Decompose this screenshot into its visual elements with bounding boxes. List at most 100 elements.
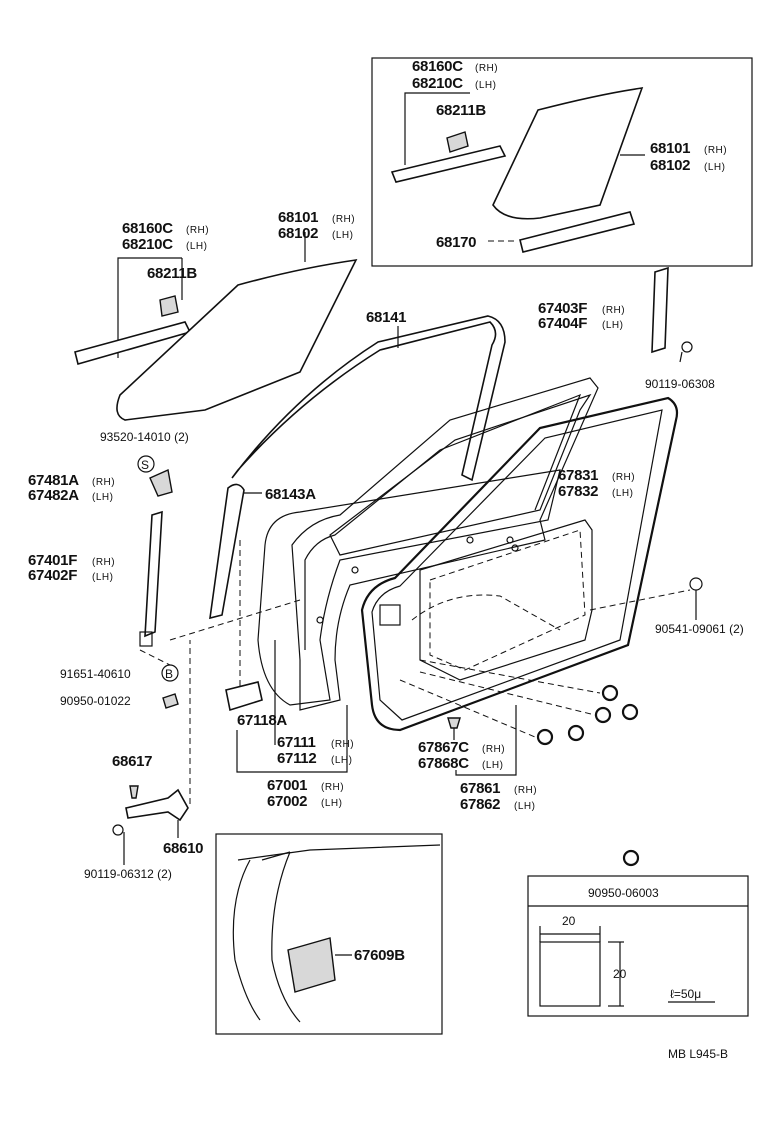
label-68101: 68101 (278, 209, 318, 226)
label-68101-inset: 68101 (650, 140, 690, 157)
label-67862: 67862 (460, 796, 500, 813)
door-shell-67001 (257, 469, 561, 706)
label-90119-06308: 90119-06308 (645, 377, 715, 391)
suffix-rh: (RH) (92, 477, 115, 488)
label-68102-inset: 68102 (650, 157, 690, 174)
clip-90541-group: 90541-09061 (2) (589, 577, 744, 636)
label-68170: 68170 (436, 234, 476, 251)
suffix-rh: (RH) (332, 214, 355, 225)
suffix-lh: (LH) (186, 241, 207, 252)
trim-label-group: 67831 (RH) 67832 (LH) (558, 467, 635, 500)
inset-box-bottom: 67609B (215, 833, 443, 1035)
garnish-67401f (144, 510, 163, 638)
glass-68101 (116, 258, 358, 421)
label-67401f: 67401F (28, 552, 77, 569)
diagram-code: MB L945-B (668, 1047, 728, 1061)
suffix-rh: (RH) (612, 472, 635, 483)
door-assembly (257, 377, 679, 732)
clip-67867c-icon (447, 717, 461, 729)
clip-67867c-group: 67867C (RH) 67868C (LH) (418, 717, 505, 772)
label-68210c: 68210C (122, 236, 173, 253)
tape-height: 20 (613, 967, 627, 981)
suffix-lh: (LH) (321, 798, 342, 809)
suffix-rh: (RH) (514, 785, 537, 796)
suffix-lh: (LH) (514, 801, 535, 812)
tape-icon (567, 724, 585, 742)
label-67481a: 67481A (28, 472, 79, 489)
suffix-rh: (RH) (186, 225, 209, 236)
tape-icon (621, 703, 639, 721)
label-68211b-inset: 68211B (436, 102, 486, 119)
glass-68101-inset (492, 87, 644, 220)
channel-68170 (519, 211, 636, 253)
suffix-rh: (RH) (704, 145, 727, 156)
label-67404f: 67404F (538, 315, 587, 332)
suffix-lh: (LH) (475, 80, 496, 91)
suffix-lh: (LH) (482, 760, 503, 771)
tape-part-no: 90950-06003 (588, 886, 659, 900)
clip-68211b-inset (446, 131, 469, 153)
suffix-rh: (RH) (482, 744, 505, 755)
strip-68160c-inset (390, 145, 507, 183)
label-67111: 67111 (277, 734, 316, 751)
bracket-67481a (149, 468, 173, 497)
label-67832: 67832 (558, 483, 598, 500)
bolt-68617-icon (129, 785, 139, 799)
plate-67118a (225, 681, 263, 712)
door-label-brackets: 67111 (RH) 67112 (LH) 67001 (RH) 67002 (… (236, 640, 354, 810)
pad-67609b (287, 937, 336, 993)
suffix-lh: (LH) (332, 230, 353, 241)
weatherstrip-68141-group: 68141 (231, 309, 506, 482)
suffix-rh: (RH) (602, 305, 625, 316)
tape-width: 20 (562, 914, 576, 928)
label-67831: 67831 (558, 467, 598, 484)
label-90541: 90541-09061 (2) (655, 622, 744, 636)
check-68610-group: 68617 68610 90119-06312 (2) (84, 640, 204, 881)
left-glass-group: 68160C (RH) 68210C (LH) 68211B 68101 (RH… (74, 209, 358, 444)
label-90119-06312: 90119-06312 (2) (84, 867, 172, 881)
label-68160c: 68160C (122, 220, 173, 237)
s-marker-icon (137, 455, 155, 473)
tape-icon (594, 706, 612, 724)
suffix-lh: (LH) (92, 492, 113, 503)
strip-68143a-group: 68143A (209, 483, 317, 620)
label-67861: 67861 (460, 780, 500, 797)
label-91651: 91651-40610 (60, 667, 131, 681)
label-67868c: 67868C (418, 755, 469, 772)
label-67609b: 67609B (354, 947, 405, 964)
suffix-lh: (LH) (331, 755, 352, 766)
door-frame-67111 (291, 377, 599, 711)
label-67403f: 67403F (538, 300, 587, 317)
suffix-lh: (LH) (612, 488, 633, 499)
label-68102: 68102 (278, 225, 318, 242)
tape-thickness: ℓ=50μ (670, 987, 701, 1001)
tape-symbol-icon (622, 849, 640, 867)
garnish-67403f (651, 266, 669, 354)
s-marker-text: S (141, 458, 149, 472)
label-68610: 68610 (163, 840, 203, 857)
label-67112: 67112 (277, 750, 316, 767)
tape-icon (536, 728, 554, 746)
suffix-rh: (RH) (92, 557, 115, 568)
tape-icon (601, 684, 619, 702)
suffix-rh: (RH) (321, 782, 344, 793)
screw-90119-06308-icon (681, 341, 693, 353)
label-68210c-inset: 68210C (412, 75, 463, 92)
suffix-lh: (LH) (704, 162, 725, 173)
tape-shape (539, 941, 601, 1007)
label-68617: 68617 (112, 753, 152, 770)
clip-68211b (159, 295, 179, 317)
label-67867c: 67867C (418, 739, 469, 756)
door-seal-67861 (360, 396, 679, 732)
bolt-91651-group: B 91651-40610 90950-01022 (60, 599, 301, 709)
label-67402f: 67402F (28, 567, 77, 584)
clip-90541-icon (689, 577, 703, 591)
inset-box-top: 68160C (RH) 68210C (LH) 68211B 68101 (RH… (371, 57, 753, 267)
bracket-67481a-group: S 67481A (RH) 67482A (LH) (28, 455, 173, 504)
label-90950-01022: 90950-01022 (60, 694, 131, 708)
label-67118a: 67118A (237, 712, 287, 729)
suffix-rh: (RH) (331, 739, 354, 750)
suffix-lh: (LH) (92, 572, 113, 583)
tape-pieces (399, 659, 639, 746)
